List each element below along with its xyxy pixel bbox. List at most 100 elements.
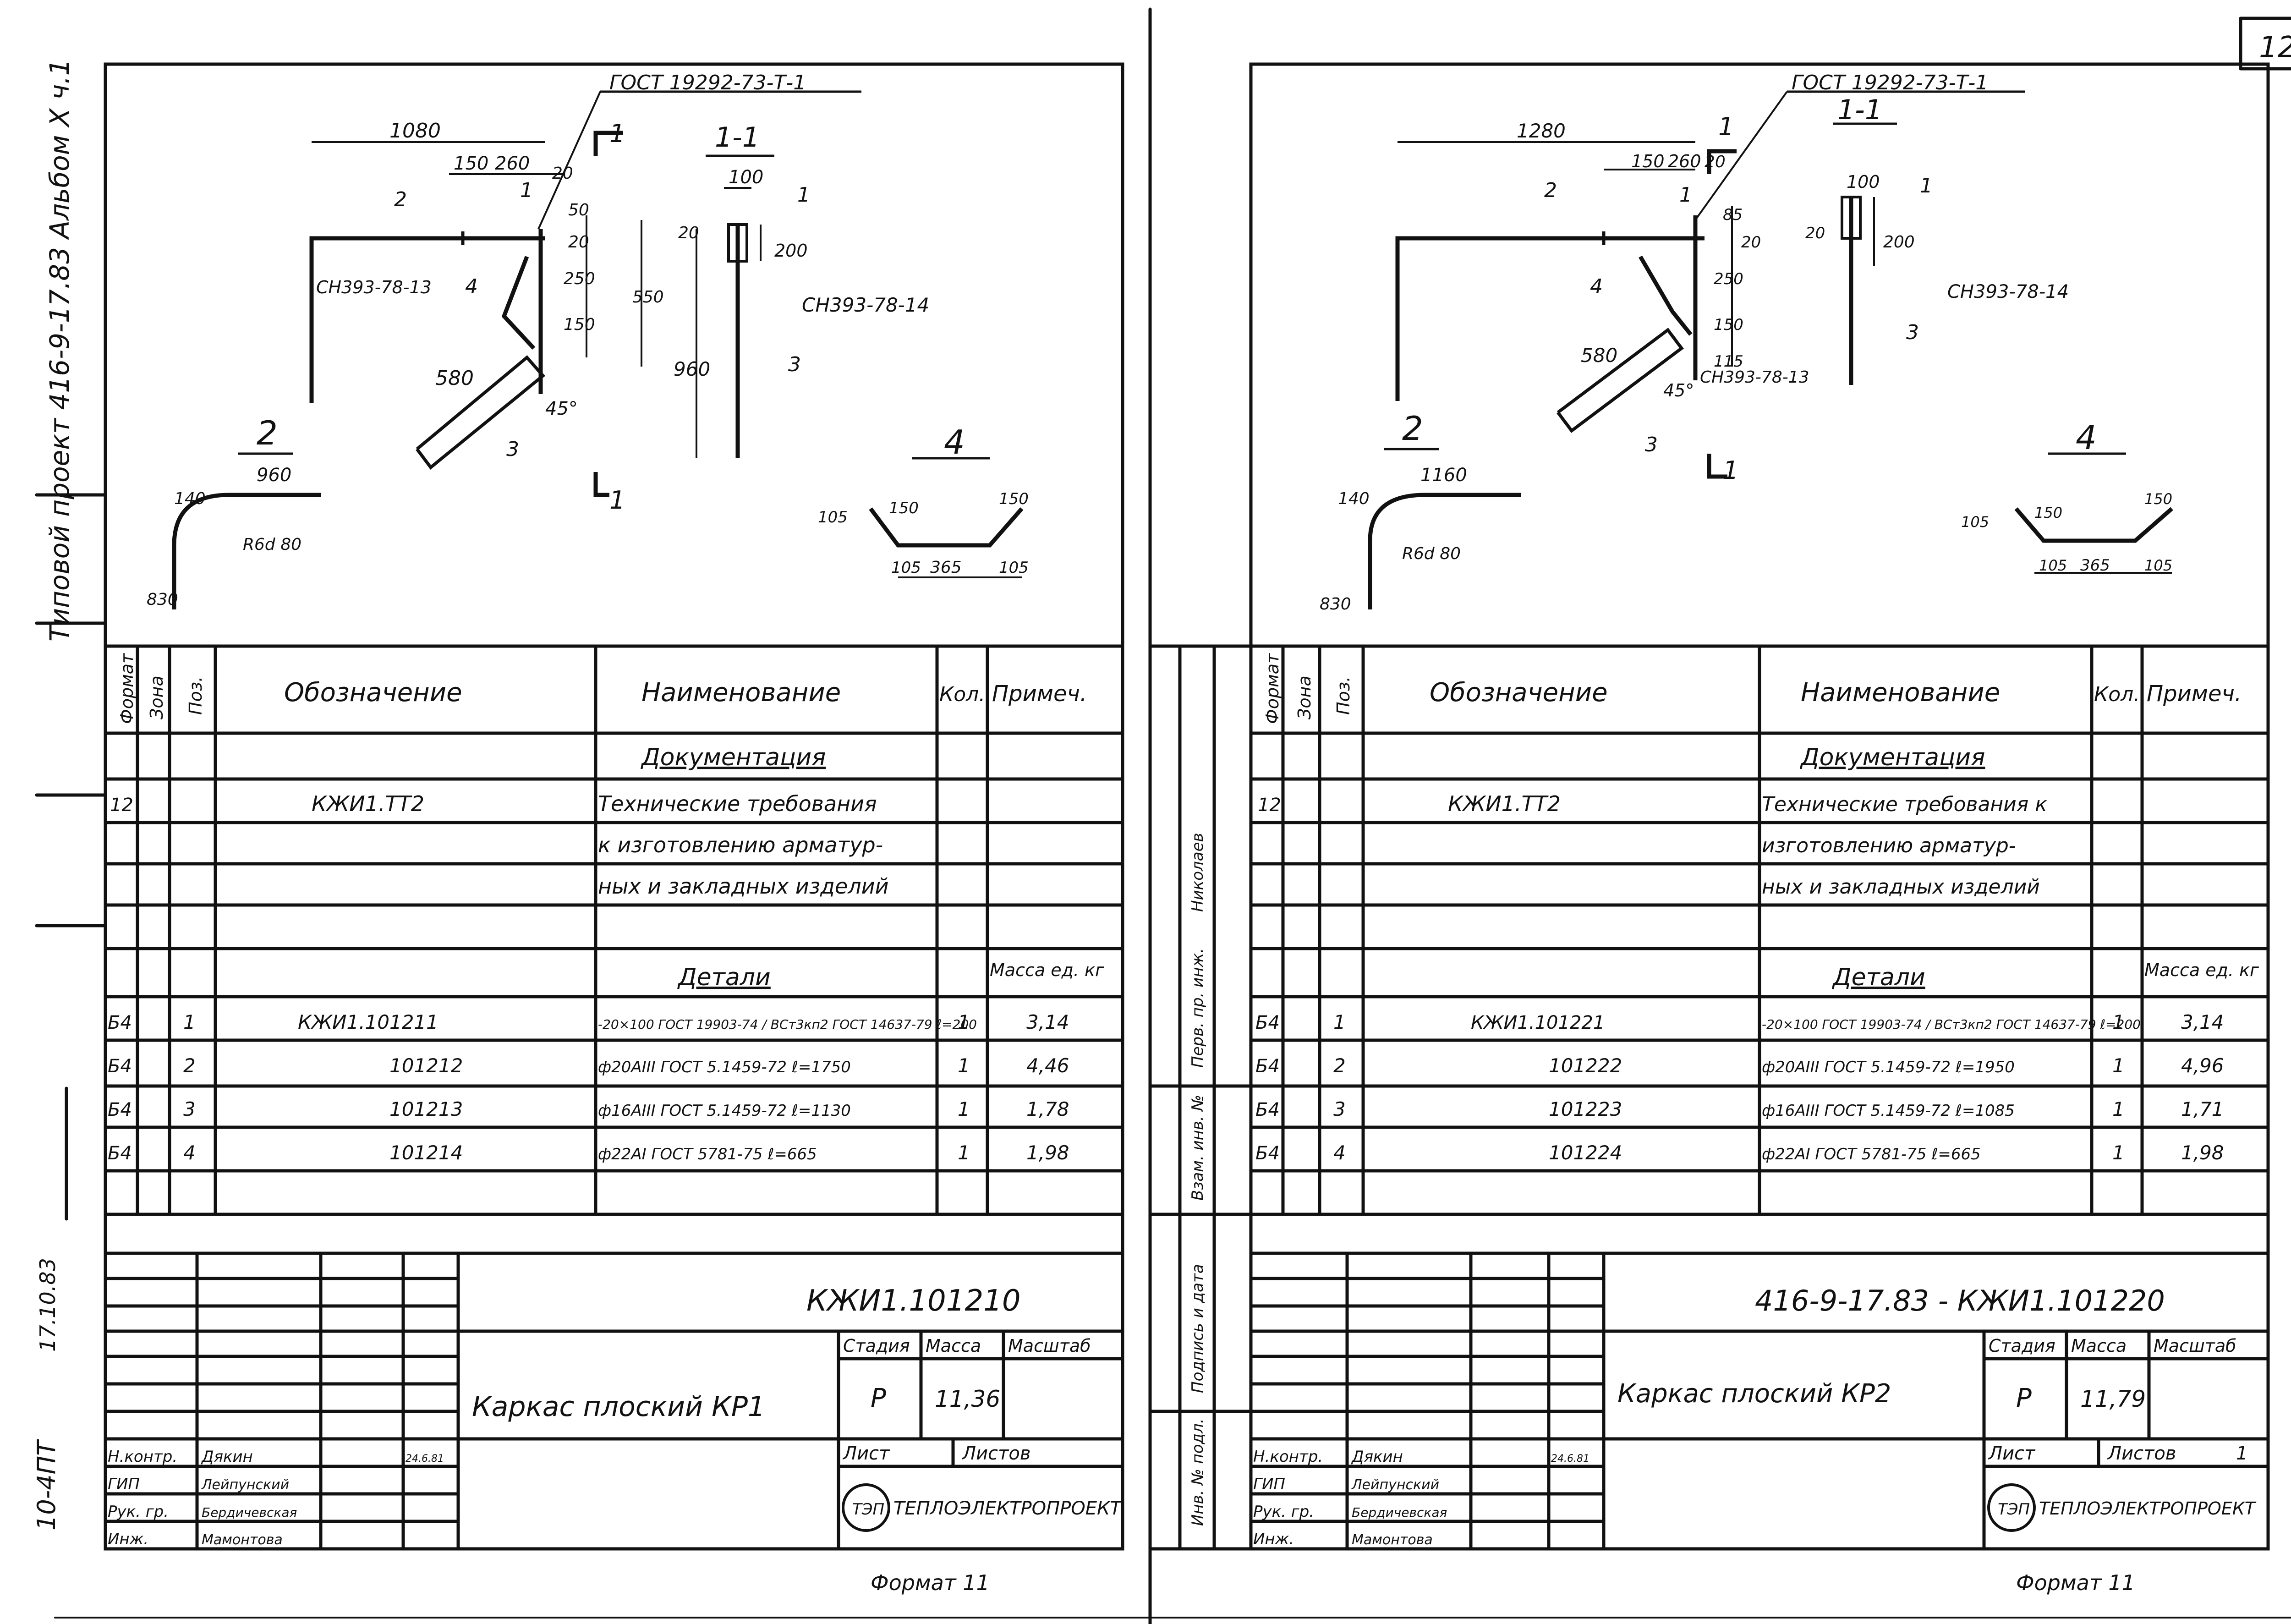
inventory-number: 10-4ПТ (32, 1439, 61, 1531)
table-row: Б4 3 101223 ф16АIII ГОСТ 5.1459-72 ℓ=108… (1255, 1098, 2224, 1120)
header-designation: Обозначение (284, 678, 462, 708)
mass-value: 11,79 (2080, 1386, 2146, 1412)
title-name: Каркас плоский КР2 (1617, 1379, 1891, 1409)
stamp-perv: Перв. пр. инж. (1189, 948, 1207, 1068)
row-pos: 2 (1333, 1054, 1346, 1077)
pos-1: 1 (1679, 183, 1692, 207)
doc-name-line2: изготовлению арматур- (1762, 834, 2016, 857)
table-row: Б4 1 КЖИ1.101221 -20×100 ГОСТ 19903-74 /… (1255, 1011, 2224, 1033)
section-pos-3: 3 (1906, 321, 1919, 344)
staff-name: Бердичевская (202, 1505, 297, 1520)
detail-4-title: 4 (2076, 418, 2097, 457)
row-format: Б4 (108, 1143, 132, 1164)
staff-name: Мамонтова (1352, 1532, 1433, 1548)
detail-2-dim-140: 140 (174, 489, 206, 508)
section-dim-20: 20 (678, 224, 699, 242)
pos-2: 2 (394, 188, 407, 211)
album-label: Типовой проект 416-9-17.83 Альбом X ч.1 (44, 59, 75, 642)
title-name: Каркас плоский КР1 (472, 1391, 765, 1423)
staff-role: Н.контр. (1253, 1448, 1323, 1466)
dim-250: 250 (564, 269, 595, 288)
header-zone: Зона (147, 675, 167, 719)
staff-name: Лейпунский (201, 1477, 289, 1493)
staff-list: Н.контр. Дякин 24.6.81 ГИП Лейпунский Ру… (1253, 1448, 1589, 1548)
staff-role: ГИП (108, 1475, 140, 1493)
doc-format: 12 (110, 795, 133, 816)
row-name: ф22АI ГОСТ 5781-75 ℓ=665 (598, 1145, 817, 1163)
row-format: Б4 (108, 1099, 132, 1120)
row-pos: 1 (183, 1011, 196, 1033)
detail-4-dim-150a: 150 (2034, 504, 2062, 521)
detail-4-dim-105c: 105 (2144, 557, 2172, 574)
mass-header-tb: Масса (926, 1336, 981, 1356)
stamp-name: Николаев (1189, 833, 1207, 912)
table-row: Б4 1 КЖИ1.101211 -20×100 ГОСТ 19903-74 /… (108, 1011, 1069, 1033)
section-dim-200: 200 (1883, 233, 1915, 252)
pos-4: 4 (465, 275, 478, 298)
staff-list: Н.контр. Дякин 24.6.81 ГИП Лейпунский Ру… (108, 1448, 444, 1548)
detail-4-dim-105: 105 (1961, 513, 1989, 531)
detail-4-dim-365: 365 (2080, 556, 2110, 575)
row-pos: 3 (1333, 1098, 1346, 1120)
row-designation: 101224 (1549, 1141, 1622, 1164)
section-sn: СН393-78-14 (1947, 281, 2069, 302)
stamp-signature-date: Подпись и дата (1189, 1264, 1207, 1393)
row-mass: 1,71 (2181, 1098, 2224, 1120)
row-format: Б4 (1255, 1056, 1280, 1077)
dim-20: 20 (552, 164, 573, 183)
detail-4-dim-365: 365 (930, 558, 962, 577)
detail-4-dim-150b: 150 (999, 490, 1029, 508)
detail-2-radius: R6d 80 (1402, 544, 1461, 563)
stage-header: Стадия (1989, 1336, 2055, 1356)
section-pos-3: 3 (788, 353, 801, 376)
section-dim-100: 100 (1847, 172, 1880, 192)
row-mass: 3,14 (1026, 1011, 1069, 1033)
dim-550: 550 (632, 288, 664, 307)
row-format: Б4 (1255, 1143, 1280, 1164)
sheet-header: Лист (842, 1443, 890, 1464)
staff-name: Дякин (1351, 1448, 1403, 1466)
header-designation: Обозначение (1430, 678, 1608, 708)
detail-4-dim-105: 105 (818, 508, 848, 527)
detail-4-dim-105c: 105 (999, 559, 1029, 577)
angle-45: 45° (1663, 380, 1694, 401)
stamp-inv-podl: Инв. № подл. (1189, 1418, 1207, 1526)
mass-header: Масса ед. кг (2144, 960, 2259, 980)
section-mark-top: 1 (1718, 112, 1734, 141)
row-mass: 1,78 (1026, 1098, 1069, 1120)
row-format: Б4 (108, 1012, 132, 1033)
table-row: Б4 3 101213 ф16АIII ГОСТ 5.1459-72 ℓ=113… (108, 1098, 1069, 1120)
scale-header: Масштаб (1008, 1336, 1091, 1356)
org-name: ТЕПЛОЭЛЕКТРОПРОЕКТ (2039, 1498, 2257, 1519)
staff-date: 24.6.81 (1551, 1453, 1589, 1465)
org-logo: ТЭП (842, 1483, 890, 1532)
svg-text:ТЭП: ТЭП (852, 1500, 884, 1519)
header-qty: Кол. (939, 683, 985, 706)
sheets-value: 1 (2236, 1443, 2247, 1464)
row-designation: 101222 (1549, 1054, 1622, 1077)
stage-header: Стадия (843, 1336, 910, 1356)
section-details: Детали (1832, 964, 1925, 991)
section-mark-top: 1 (609, 119, 625, 148)
section-dim-960: 960 (674, 358, 710, 380)
title-code: 416-9-17.83 - КЖИ1.101220 (1755, 1284, 2165, 1317)
dim-50: 50 (568, 201, 589, 219)
staff-role: ГИП (1253, 1475, 1285, 1493)
sheets-header: Листов (2107, 1443, 2176, 1464)
detail-2-dim-140: 140 (1338, 489, 1370, 508)
row-qty: 1 (2112, 1141, 2125, 1164)
format-label: Формат 11 (2016, 1570, 2135, 1595)
row-designation: 101213 (389, 1098, 463, 1120)
sn-label: СН393-78-13 (1700, 368, 1809, 387)
sheets-header: Листов (961, 1443, 1030, 1464)
row-mass: 3,14 (2181, 1011, 2224, 1033)
section-title: 1-1 (1837, 94, 1882, 126)
dim-580: 580 (1581, 344, 1617, 367)
doc-name-line2: к изготовлению арматур- (598, 833, 883, 857)
row-name: ф22АI ГОСТ 5781-75 ℓ=665 (1762, 1145, 1981, 1163)
dim-1280: 1280 (1517, 120, 1566, 142)
section-dim-200: 200 (774, 241, 808, 261)
row-pos: 1 (1333, 1011, 1346, 1033)
detail-4-dim-150a: 150 (889, 499, 919, 517)
section-dim-20: 20 (1805, 224, 1825, 242)
